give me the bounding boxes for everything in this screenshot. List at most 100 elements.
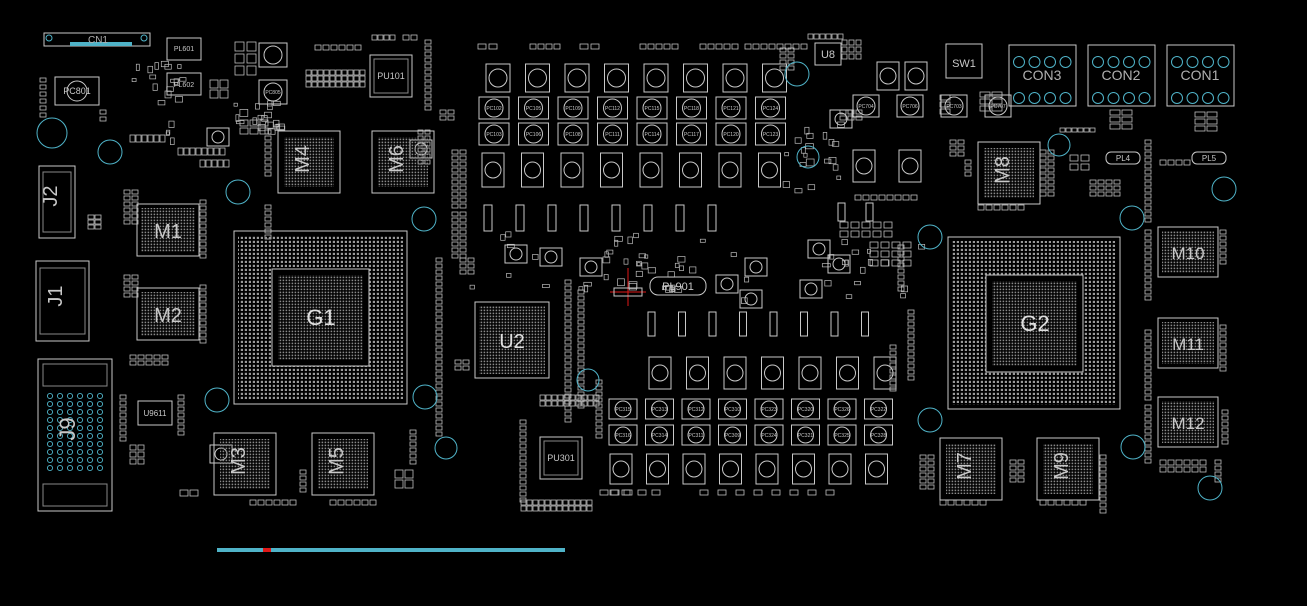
- memory-chip-m3[interactable]: M3: [213, 432, 277, 496]
- connector-con3[interactable]: CON3: [1008, 44, 1077, 107]
- pu301-label: PU301: [547, 453, 575, 463]
- capacitor-label: PC314: [652, 433, 668, 439]
- capacitor-label: PC316: [615, 433, 631, 439]
- m10-label: M10: [1171, 244, 1204, 263]
- memory-chip-m4[interactable]: M4: [277, 130, 341, 194]
- pc805-label: PC805: [265, 90, 281, 96]
- m2-label: M2: [154, 305, 182, 327]
- memory-chip-m1[interactable]: M1: [136, 203, 200, 257]
- connector-con1[interactable]: CON1: [1166, 44, 1235, 107]
- con2-label: CON2: [1102, 67, 1141, 83]
- j9-label: J9: [55, 417, 80, 440]
- gpu-g1[interactable]: G1: [233, 230, 408, 405]
- capacitor-label: PC703: [946, 104, 962, 110]
- j9-pins: [46, 392, 104, 472]
- capacitor-small-top: [258, 42, 288, 68]
- capacitor-label: PC312: [688, 407, 704, 413]
- capacitor-pc114: PC114: [636, 122, 668, 146]
- capacitor-label: PC313: [652, 407, 668, 413]
- capacitor-pc322: PC322: [864, 398, 893, 420]
- capacitor-label: PC112: [605, 106, 620, 112]
- inductor-pl5[interactable]: PL5: [1191, 151, 1227, 165]
- capacitor-pc320: PC320: [791, 398, 820, 420]
- capacitor-pc105: PC105: [518, 96, 549, 120]
- capacitor-pc325: PC325: [827, 424, 857, 446]
- controller-pu101[interactable]: PU101: [369, 54, 413, 98]
- u2-label: U2: [499, 331, 525, 353]
- chip-u2[interactable]: U2: [474, 301, 550, 379]
- capacitor-pc103: PC103: [478, 122, 510, 146]
- capacitor-pc314: PC314: [645, 424, 674, 446]
- capacitor-pc326: PC326: [827, 398, 857, 420]
- m4-label: M4: [292, 145, 314, 173]
- memory-chip-m11[interactable]: M11: [1157, 317, 1219, 369]
- g1-label: G1: [306, 305, 335, 330]
- capacitor-pc111: PC111: [597, 122, 628, 146]
- connector-j9[interactable]: J9: [37, 358, 113, 512]
- capacitor-label: PC103: [486, 132, 502, 138]
- capacitor-label: PC111: [605, 132, 620, 138]
- capacitor-pc801[interactable]: PC801: [54, 76, 100, 106]
- con3-pins: [1013, 56, 1072, 104]
- con1-pins: [1171, 56, 1230, 104]
- inductor-pl901[interactable]: PL901: [649, 276, 707, 296]
- pcie-edge-connector: [217, 548, 565, 552]
- controller-pu301[interactable]: PU301: [539, 436, 583, 480]
- switch-sw1[interactable]: SW1: [945, 43, 983, 79]
- connector-con2[interactable]: CON2: [1087, 44, 1156, 107]
- memory-chip-m2[interactable]: M2: [136, 287, 200, 341]
- memory-chip-m12[interactable]: M12: [1157, 396, 1219, 448]
- connector-j1[interactable]: J1: [35, 260, 90, 342]
- capacitor-pc121: PC121: [715, 96, 747, 120]
- con2-pins: [1092, 56, 1151, 104]
- connector-cn1[interactable]: CN1: [43, 32, 151, 47]
- pl602-label: PL602: [174, 82, 194, 89]
- g2-label: G2: [1020, 311, 1049, 336]
- chip-u8[interactable]: U8: [814, 42, 842, 66]
- memory-chip-m9[interactable]: M9: [1036, 437, 1100, 501]
- capacitor-label: PC117: [684, 132, 699, 138]
- capacitor-label: PC328: [871, 433, 887, 439]
- connector-j2[interactable]: J2: [38, 165, 76, 239]
- inductor-pl601[interactable]: PL601: [166, 37, 202, 61]
- capacitor-pc310: PC310: [718, 398, 747, 420]
- inductor-pl602[interactable]: PL602: [166, 72, 202, 96]
- chip-u9611[interactable]: U9611: [137, 400, 173, 426]
- capacitor-label: PC311: [689, 433, 704, 439]
- capacitor-pc805[interactable]: PC805: [258, 79, 288, 105]
- memory-chip-m5[interactable]: M5: [311, 432, 375, 496]
- capacitor-label: PC108: [565, 132, 581, 138]
- sw1-label: SW1: [952, 58, 976, 70]
- memory-chip-m6[interactable]: M6: [371, 130, 435, 194]
- gpu-g2[interactable]: G2: [947, 236, 1121, 410]
- cn1-label: CN1: [88, 35, 108, 46]
- memory-chip-m8[interactable]: M8: [977, 141, 1041, 205]
- capacitor-label: PC124: [763, 106, 779, 112]
- capacitor-label: PC324: [761, 433, 777, 439]
- capacitor-label: PC322: [871, 407, 887, 413]
- capacitor-label: PC326: [834, 407, 850, 413]
- inductor-pl4[interactable]: PL4: [1105, 151, 1141, 165]
- pl4-label: PL4: [1116, 154, 1131, 163]
- m12-label: M12: [1171, 414, 1204, 433]
- mounting-holes: [36, 61, 1237, 501]
- capacitor-label: PC320: [798, 407, 814, 413]
- j1-label: J1: [45, 285, 67, 306]
- memory-chip-m10[interactable]: M10: [1157, 226, 1219, 278]
- pl901-label: PL901: [662, 281, 694, 293]
- capacitor-label: PC106: [526, 132, 542, 138]
- m8-label: M8: [992, 156, 1014, 184]
- capacitor-label: PC115: [645, 106, 660, 112]
- m3-label: M3: [228, 447, 250, 475]
- memory-chip-m7[interactable]: M7: [939, 437, 1003, 501]
- capacitor-pc118: PC118: [676, 96, 707, 120]
- capacitor-pc706: PC706: [896, 94, 924, 118]
- capacitor-pc704: PC704: [852, 94, 880, 118]
- capacitor-pc120: PC120: [715, 122, 747, 146]
- capacitor-pc108: PC108: [557, 122, 589, 146]
- m5-label: M5: [326, 447, 348, 475]
